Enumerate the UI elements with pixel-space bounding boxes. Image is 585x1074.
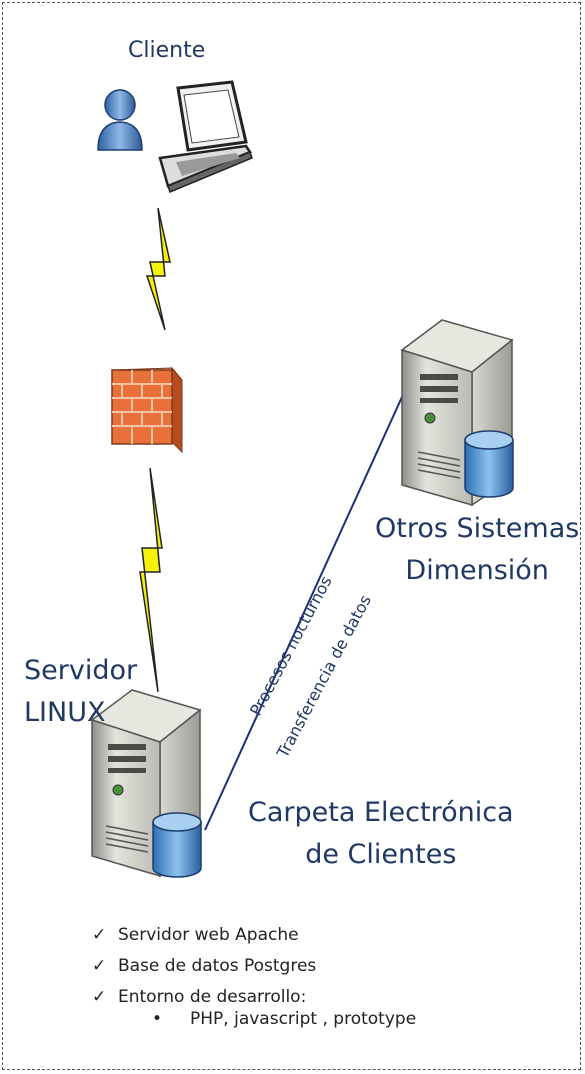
database-icon <box>152 812 202 878</box>
bullet-icon: • <box>152 1009 163 1029</box>
lightning-icon <box>139 467 163 693</box>
checkmark-icon: ✓ <box>92 956 107 976</box>
server-label: Servidor LINUX <box>24 650 137 734</box>
other-systems-line1: Otros Sistemas <box>375 513 580 544</box>
checkmark-icon: ✓ <box>92 925 107 945</box>
data-link-line <box>204 374 413 831</box>
feature-text: Entorno de desarrollo: <box>118 987 307 1007</box>
checkmark-icon: ✓ <box>92 987 107 1007</box>
firewall-icon <box>110 366 184 454</box>
lightning-icon <box>145 207 171 331</box>
laptop-icon <box>158 80 253 194</box>
carpeta-label: Carpeta Electrónica de Clientes <box>248 792 514 876</box>
features-list: ✓ Servidor web Apache ✓ Base de datos Post… <box>92 920 316 1013</box>
client-label: Cliente <box>128 38 206 63</box>
list-item: ✓ Entorno de desarrollo: <box>92 982 316 1013</box>
server-label-line2: LINUX <box>24 697 106 728</box>
sub-feature-text: PHP, javascript , prototype <box>190 1009 417 1029</box>
list-item: ✓ Base de datos Postgres <box>92 951 316 982</box>
server-icon <box>400 319 514 507</box>
feature-text: Servidor web Apache <box>118 925 299 945</box>
server-label-line1: Servidor <box>24 655 138 686</box>
database-icon <box>464 430 514 498</box>
user-icon <box>97 89 143 151</box>
other-systems-line2: Dimensión <box>405 555 549 586</box>
other-systems-label: Otros Sistemas Dimensión <box>375 508 579 592</box>
list-item: ✓ Servidor web Apache <box>92 920 316 951</box>
sub-feature-item: • PHP, javascript , prototype <box>152 1009 416 1029</box>
carpeta-label-line1: Carpeta Electrónica <box>248 797 514 828</box>
carpeta-label-line2: de Clientes <box>305 839 457 870</box>
feature-text: Base de datos Postgres <box>118 956 317 976</box>
